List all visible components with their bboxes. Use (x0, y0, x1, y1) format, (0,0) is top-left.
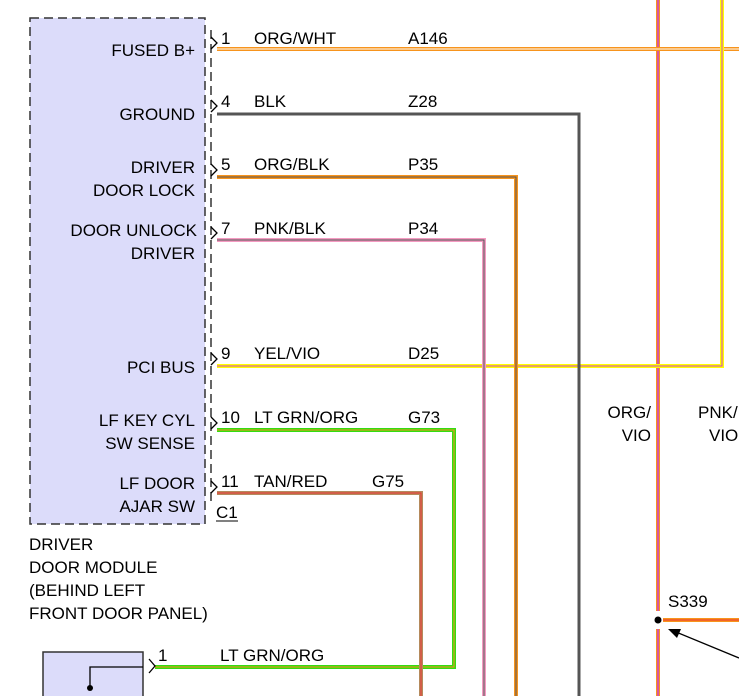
pin-number: 4 (221, 92, 230, 111)
wire-color-code: TAN/RED (254, 472, 327, 491)
wire-color-code: BLK (254, 92, 287, 111)
circuit-id: A146 (408, 29, 448, 48)
pin-number: 9 (221, 344, 230, 363)
switch-contact-dot (87, 685, 93, 691)
module-name-line-3: (BEHIND LEFT (29, 581, 145, 600)
pin-label-lf-key-cyl-2: SW SENSE (105, 434, 195, 453)
pin-label-lf-key-cyl-1: LF KEY CYL (99, 411, 195, 430)
wire-yel-vio (217, 0, 724, 368)
module-name-line-2: DOOR MODULE (29, 558, 157, 577)
wire-lt-grn-org (155, 428, 456, 669)
switch-wire-color-code: LT GRN/ORG (220, 646, 324, 665)
wire-color-code: YEL/VIO (254, 344, 320, 363)
pin-label-lf-door-ajar-1: LF DOOR (119, 474, 195, 493)
splice-pointer-arrow (668, 629, 739, 659)
circuit-id: G75 (372, 472, 404, 491)
circuit-id: Z28 (408, 92, 437, 111)
module-name-line-1: DRIVER (29, 535, 93, 554)
wire-blk (217, 112, 581, 696)
wire-label-org-vio-2: VIO (622, 426, 651, 445)
pin-number: 5 (221, 155, 230, 174)
pin-label-door-unlock-1: DOOR UNLOCK (70, 221, 197, 240)
lf-key-cyl-switch-box (42, 651, 144, 696)
connector-c1-label: C1 (216, 503, 238, 522)
pin-number: 1 (221, 29, 230, 48)
driver-door-module-box (29, 17, 206, 525)
wire-color-code: LT GRN/ORG (254, 408, 358, 427)
switch-connector-chevron (148, 658, 156, 674)
switch-contact-lead (89, 666, 143, 688)
wire-label-pnk-vio-2: VIO (709, 426, 738, 445)
switch-pin-number: 1 (158, 646, 167, 665)
splice-s339-dot (654, 616, 662, 624)
wire-tan-red (217, 491, 423, 696)
circuit-id: G73 (408, 408, 440, 427)
splice-s339-label: S339 (668, 592, 708, 611)
pin-label-lf-door-ajar-2: AJAR SW (119, 497, 195, 516)
pin-label-driver-door-lock-2: DOOR LOCK (93, 181, 196, 200)
pin-label-door-unlock-2: DRIVER (131, 244, 195, 263)
wire-label-pnk-vio-1: PNK/ (698, 403, 738, 422)
wire-color-code: ORG/BLK (254, 155, 330, 174)
pin-number: 7 (221, 219, 230, 238)
circuit-id: D25 (408, 344, 439, 363)
wire-org-blk (217, 175, 518, 696)
pin-number: 10 (221, 408, 240, 427)
wire-pnk-blk (217, 238, 486, 696)
pin-number: 11 (221, 472, 239, 491)
circuit-id: P34 (408, 219, 438, 238)
wire-color-code: PNK/BLK (254, 219, 326, 238)
module-name-line-4: FRONT DOOR PANEL) (29, 604, 208, 623)
pin-label-driver-door-lock-1: DRIVER (131, 158, 195, 177)
wire-label-org-vio-1: ORG/ (608, 403, 652, 422)
circuit-id: P35 (408, 155, 438, 174)
connector-chevrons (210, 36, 218, 494)
pin-label-fused-b: FUSED B+ (111, 41, 195, 60)
pin-label-ground: GROUND (119, 105, 195, 124)
pin-label-pci-bus: PCI BUS (127, 358, 195, 377)
wire-color-code: ORG/WHT (254, 29, 336, 48)
